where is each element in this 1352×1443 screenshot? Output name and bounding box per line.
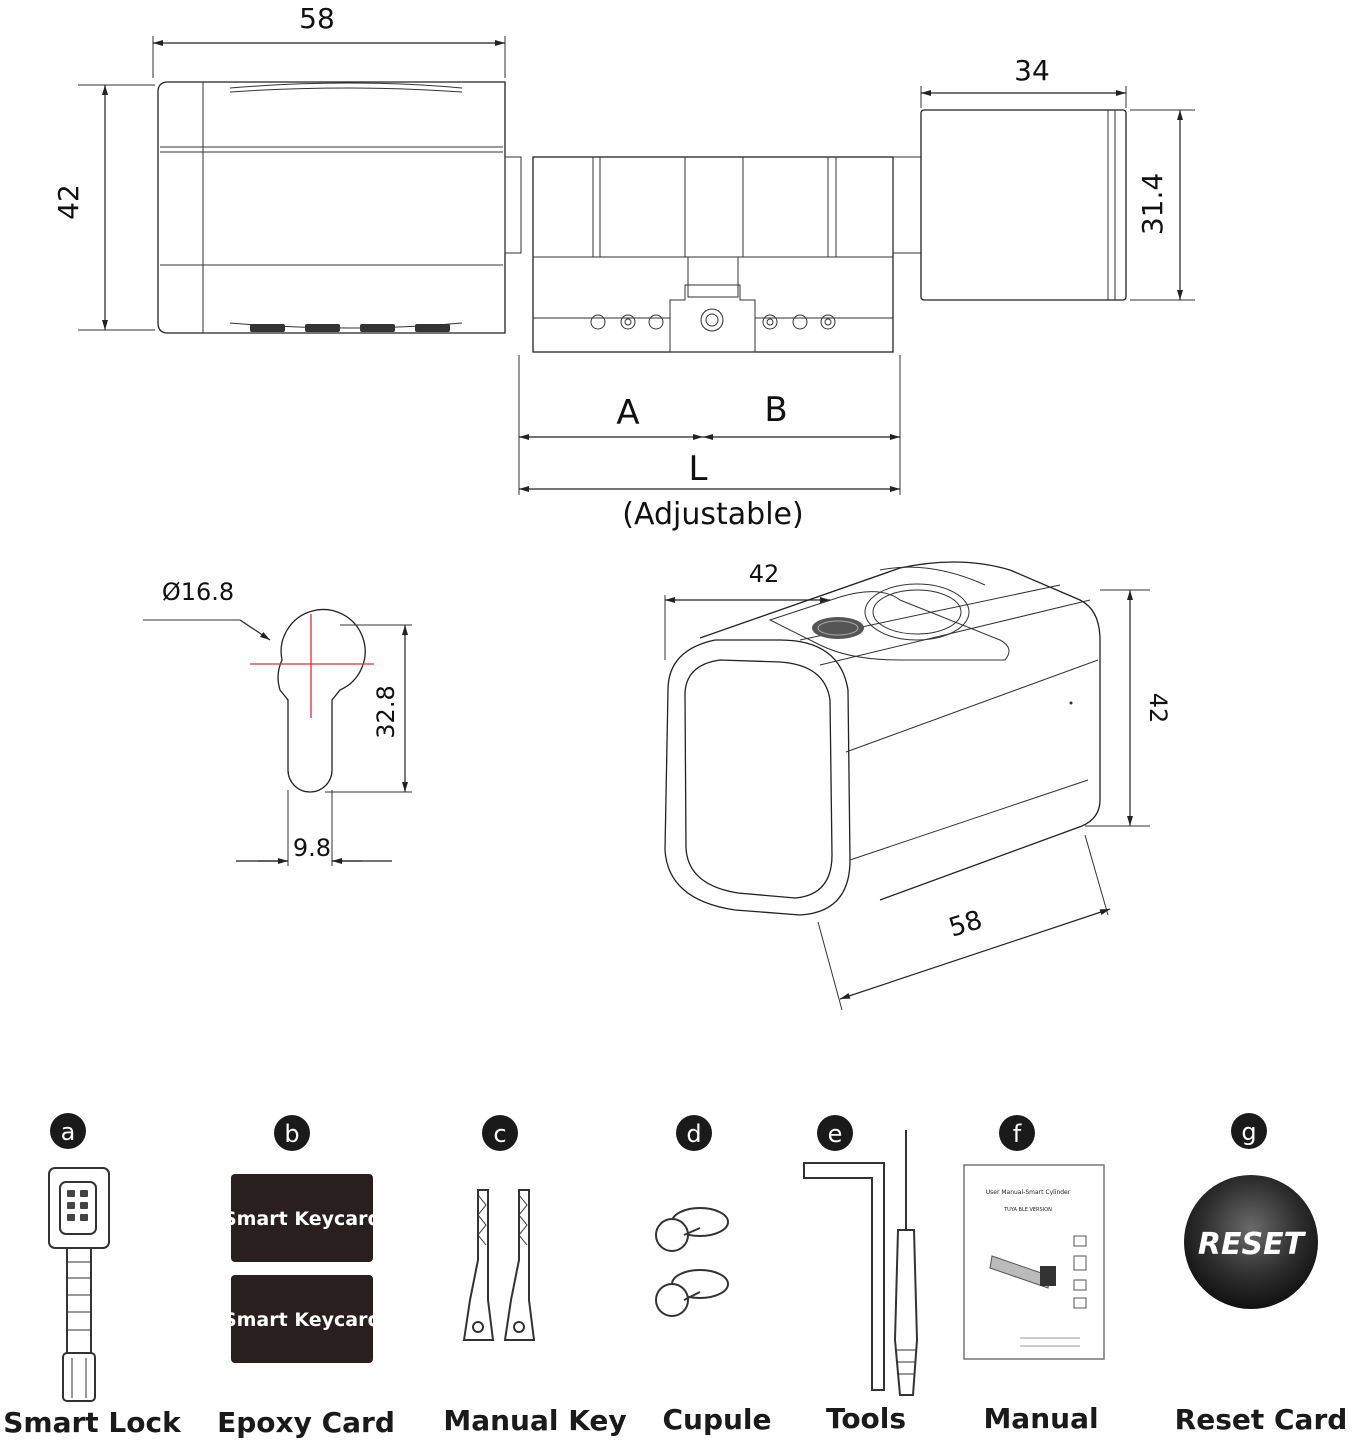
package-contents: a b c d e f g [3,1113,1347,1439]
manual-subtitle: TUYA BLE VERSION [1003,1207,1052,1213]
keycard-label-1: Smart Keycard [223,1208,381,1230]
caption-smart-lock: Smart Lock [3,1406,182,1439]
dimension-knob-height: 31.4 [1130,109,1195,301]
badge-f: f [999,1115,1035,1151]
keyhole-profile-drawing: Ø16.8 32.8 9.8 [143,578,412,866]
dim-label-iso-42-right: 42 [1144,693,1172,724]
dimension-knob-width: 34 [920,54,1127,108]
dim-label-b: B [764,390,787,430]
svg-text:e: e [828,1120,843,1148]
dimension-body-height: 42 [52,84,155,331]
caption-manual: Manual [983,1402,1098,1435]
reset-card-icon: RESET [1184,1175,1318,1309]
dimension-cylinder-length: A B L (Adjustable) [518,355,901,532]
speaker-grille-icon [812,617,864,639]
tools-icon [803,1130,919,1396]
svg-text:b: b [284,1120,299,1148]
manual-title: User Manual-Smart Cylinder [986,1189,1071,1196]
manual-icon: User Manual-Smart Cylinder TUYA BLE VERS… [963,1164,1105,1360]
knob-outline [920,109,1127,301]
dimension-body-width: 58 [152,2,506,78]
svg-text:d: d [686,1120,701,1148]
lock-body-outline [157,81,506,334]
badge-c: c [482,1115,518,1151]
badge-g: g [1231,1113,1267,1149]
dim-label-32-8: 32.8 [372,685,400,738]
dim-label-9-8: 9.8 [293,834,331,862]
dim-label-iso-42-top: 42 [749,560,780,588]
side-elevation-drawing: 58 42 34 31.4 A [52,2,1195,532]
caption-cupule: Cupule [662,1403,771,1436]
dim-label-42: 42 [52,184,85,220]
dim-label-l: L [689,449,708,489]
dim-label-diameter: Ø16.8 [162,578,234,606]
suction-cup-icon [655,1207,729,1317]
dim-label-iso-58: 58 [945,905,985,943]
badge-d: d [676,1115,712,1151]
caption-epoxy-card: Epoxy Card [217,1406,395,1439]
badge-b: b [274,1115,310,1151]
svg-text:f: f [1013,1120,1022,1148]
dim-label-a: A [616,393,639,433]
keycard-icon: Smart Keycard Smart Keycard [223,1174,381,1363]
key-icon [462,1189,536,1341]
dim-label-34: 34 [1014,54,1050,87]
dim-label-adjustable: (Adjustable) [622,497,803,532]
caption-tools: Tools [826,1402,906,1435]
svg-text:g: g [1241,1118,1256,1146]
svg-text:c: c [493,1120,506,1148]
keycard-label-2: Smart Keycard [223,1309,381,1331]
svg-text:a: a [61,1118,76,1146]
isometric-knob-drawing: 42 42 58 [664,560,1172,1011]
badge-e: e [817,1115,853,1151]
cylinder-outline [504,156,922,353]
caption-manual-key: Manual Key [443,1404,626,1437]
reset-label: RESET [1198,1227,1307,1262]
dim-label-58: 58 [299,2,335,35]
caption-reset-card: Reset Card [1175,1403,1348,1436]
badge-a: a [50,1113,86,1149]
smart-lock-icon [48,1167,110,1402]
dim-label-31-4: 31.4 [1136,173,1169,235]
